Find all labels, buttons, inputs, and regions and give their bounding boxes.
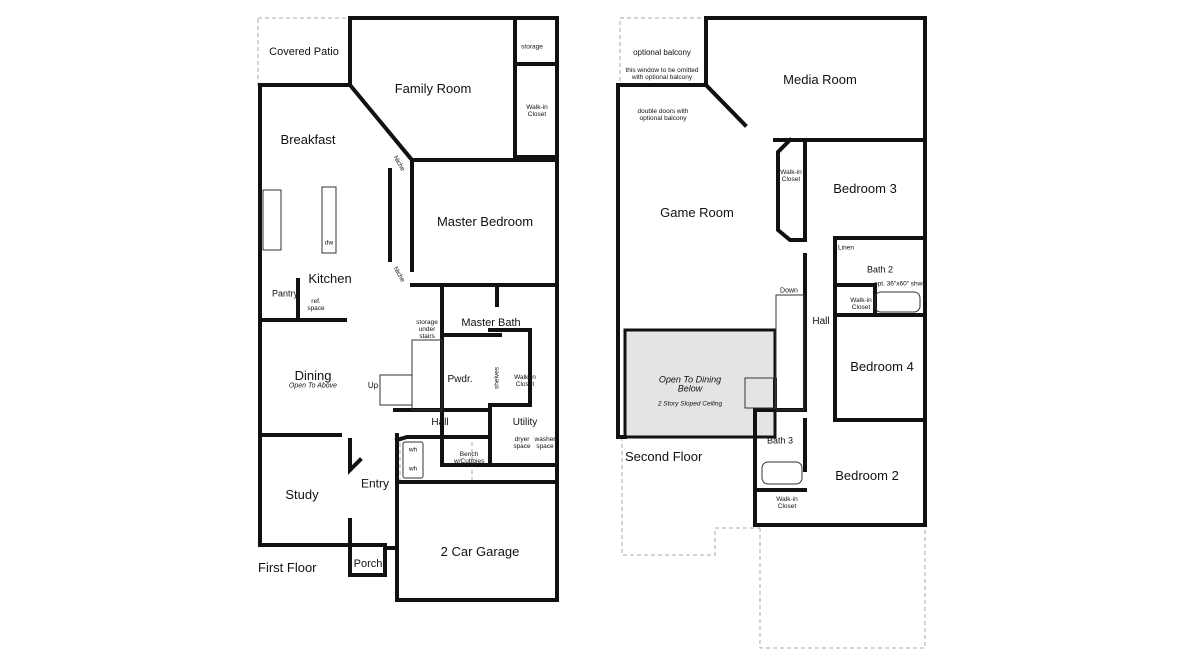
room-label-study: Study: [285, 487, 319, 503]
room-label-breakfast: Breakfast: [280, 132, 336, 148]
room-label-family-room: Family Room: [394, 81, 472, 97]
open-to-below-area: [623, 328, 777, 439]
stairs-down-label: Down: [780, 287, 798, 295]
room-label-walk-in-closet: Walk-in Closet: [850, 297, 872, 311]
room-label-pantry: Pantry: [271, 288, 299, 299]
room-label-hall: Hall: [431, 416, 449, 428]
room-label-media-room: Media Room: [783, 72, 857, 88]
room-label-bedroom-3: Bedroom 3: [833, 181, 897, 197]
water-heater-label: wh: [408, 446, 418, 454]
water-heater-label: wh: [408, 465, 418, 473]
room-label-utility: Utility: [512, 416, 538, 428]
sloped-ceiling-note: 2 Story Sloped Ceiling: [657, 400, 723, 408]
ref-space-label: ref. space: [307, 298, 325, 312]
room-label-bedroom-4: Bedroom 4: [850, 359, 914, 375]
room-label-walk-in-closet-bath: Walk-In Closet: [514, 374, 536, 388]
room-label-powder: Pwdr.: [447, 373, 473, 385]
room-label-master-bath: Master Bath: [461, 317, 521, 330]
room-label-dining: Dining: [294, 368, 332, 384]
double-doors-note: double doors with optional balcony: [637, 108, 689, 122]
stairs: [262, 186, 921, 485]
open-to-dining-label: Open To Dining Below: [658, 374, 722, 394]
room-label-porch: Porch: [353, 558, 383, 571]
room-label-optional-balcony: optional balcony: [633, 47, 691, 57]
dishwasher-label: dw: [324, 239, 334, 247]
stairs-up-label: Up: [367, 380, 379, 390]
dining-note: Open To Above: [288, 382, 338, 390]
shower-note: opt. 36"x60" shwr.: [874, 280, 926, 288]
room-label-game-room: Game Room: [660, 205, 734, 221]
room-label-storage: storage: [521, 43, 543, 51]
linen-label: Linen: [838, 244, 854, 252]
room-label-master-bedroom: Master Bedroom: [436, 214, 534, 230]
roof-outline: [621, 437, 760, 556]
second-floor-title: Second Floor: [625, 449, 703, 464]
first-floor-title: First Floor: [258, 560, 317, 575]
room-label-walk-in-closet: Walk-in Closet: [526, 104, 548, 118]
washer-space-label: washer space: [534, 436, 556, 450]
room-label-hall: Hall: [812, 315, 830, 327]
room-label-walk-in-closet: Walk-in Closet: [780, 169, 802, 183]
room-label-garage: 2 Car Garage: [440, 544, 520, 560]
garage-roof-outline: [759, 525, 926, 649]
room-label-walk-in-closet: Walk-in Closet: [776, 496, 798, 510]
window-note: this window to be omitted with optional …: [625, 67, 699, 81]
walls: [258, 16, 927, 602]
room-label-bath-2: Bath 2: [866, 264, 894, 275]
room-label-bath-3: Bath 3: [766, 435, 794, 446]
shelves-label: shelves: [493, 366, 501, 390]
bench-label: Bench w/Cubbies: [454, 451, 485, 465]
room-label-bedroom-2: Bedroom 2: [835, 468, 899, 484]
storage-under-stairs-label: storage under stairs: [416, 318, 438, 340]
room-label-covered-patio: Covered Patio: [269, 46, 339, 59]
dryer-space-label: dryer space: [513, 436, 531, 450]
room-label-kitchen: Kitchen: [308, 271, 352, 287]
room-label-entry: Entry: [360, 476, 390, 491]
